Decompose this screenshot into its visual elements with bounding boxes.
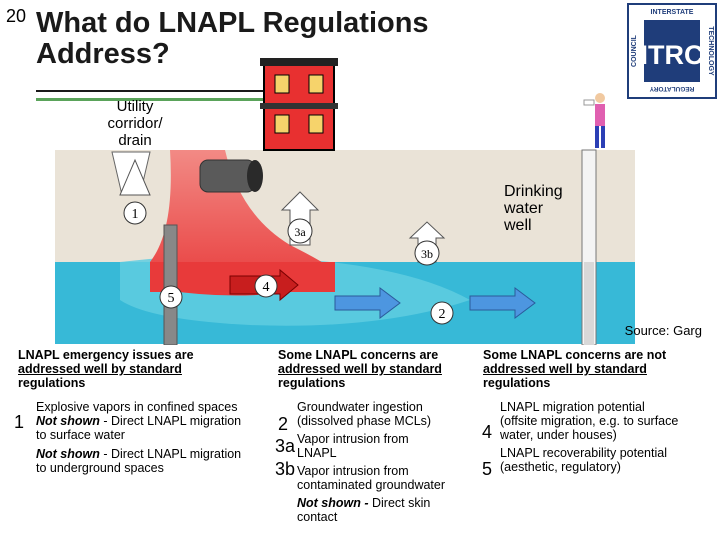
column-2-heading: Some LNAPL concerns are addressed well b… bbox=[278, 348, 442, 390]
item-number-2: 2 bbox=[278, 414, 289, 434]
groundwater-flow-arrow-1 bbox=[334, 287, 401, 319]
column-2-items: Groundwater ingestion (dissolved phase M… bbox=[297, 400, 446, 524]
utility-label-line-2: corridor/ bbox=[107, 115, 163, 132]
well-screen bbox=[584, 262, 594, 345]
well-label-line-3: well bbox=[504, 217, 532, 234]
well-label-line-2: water bbox=[504, 200, 544, 217]
svg-text:INTERSTATE: INTERSTATE bbox=[651, 9, 694, 16]
page-title: What do LNAPL Regulations Address? bbox=[36, 8, 496, 70]
person-icon bbox=[583, 93, 605, 148]
conceptual-site-diagram: 1 3a 3b 4 5 2 bbox=[55, 58, 635, 345]
item-number-5: 5 bbox=[482, 459, 493, 479]
vapor-arrow-1 bbox=[119, 158, 151, 196]
column-not-addressed-concerns: Some LNAPL concerns are not addressed we… bbox=[483, 348, 715, 390]
column-1-heading: LNAPL emergency issues are addressed wel… bbox=[18, 348, 194, 390]
column-1-items: Explosive vapors in confined spaces Not … bbox=[36, 400, 242, 475]
lnapl-plume bbox=[150, 150, 335, 296]
source-credit: Source: Garg bbox=[624, 323, 702, 338]
title-line-2: Address? bbox=[36, 38, 170, 70]
utility-label-line-3: drain bbox=[118, 132, 152, 149]
svg-text:TECHNOLOGY: TECHNOLOGY bbox=[707, 26, 714, 76]
well-label-line-1: Drinking bbox=[504, 183, 563, 200]
marker-1: 1 bbox=[132, 207, 139, 222]
svg-text:REGULATORY: REGULATORY bbox=[649, 85, 694, 92]
title-divider-accent bbox=[36, 98, 286, 101]
marker-4: 4 bbox=[263, 280, 270, 295]
house-icon bbox=[260, 58, 338, 151]
title-line-1: What do LNAPL Regulations bbox=[36, 7, 429, 39]
item-number-1: 1 bbox=[14, 412, 25, 432]
svg-text:ITRC: ITRC bbox=[641, 40, 704, 70]
drinking-well-label: Drinking water well bbox=[504, 183, 563, 234]
item-number-4: 4 bbox=[482, 422, 493, 442]
title-divider bbox=[36, 90, 286, 92]
marker-3b: 3b bbox=[421, 247, 433, 261]
monitoring-well bbox=[164, 225, 177, 345]
column-3-heading: Some LNAPL concerns are not addressed we… bbox=[483, 348, 667, 390]
item-number-3a: 3a bbox=[275, 436, 296, 456]
groundwater-flow-arrow-2 bbox=[469, 287, 536, 319]
utility-pipe bbox=[199, 159, 256, 193]
utility-label-line-1: Utility bbox=[116, 98, 154, 115]
utility-corridor-label: Utility corridor/ drain bbox=[90, 98, 180, 149]
marker-2: 2 bbox=[439, 307, 446, 322]
marker-3a: 3a bbox=[294, 225, 306, 239]
itrc-logo: INTERSTATE REGULATORY COUNCIL TECHNOLOGY… bbox=[627, 3, 717, 99]
svg-text:COUNCIL: COUNCIL bbox=[631, 34, 638, 67]
marker-5: 5 bbox=[168, 291, 175, 306]
item-number-3b: 3b bbox=[275, 459, 296, 479]
column-emergency-issues: LNAPL emergency issues are addressed wel… bbox=[18, 348, 258, 390]
column-addressed-concerns: Some LNAPL concerns are addressed well b… bbox=[278, 348, 473, 390]
slide-number: 20 bbox=[6, 6, 27, 26]
column-3-items: LNAPL migration potential (offsite migra… bbox=[500, 400, 679, 474]
